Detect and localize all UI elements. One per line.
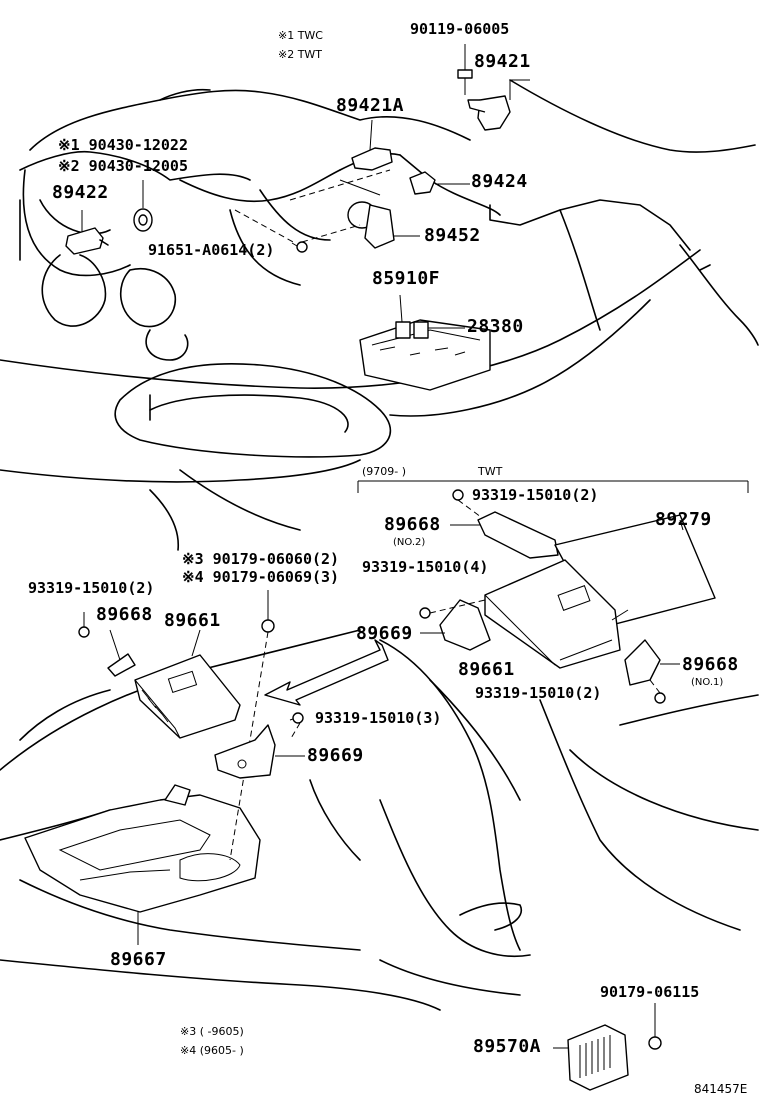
sensor-89452 (347, 201, 420, 249)
washer-90430 (133, 180, 153, 232)
sensor-89424 (409, 171, 470, 195)
sensor-89422 (65, 210, 109, 255)
twt-group (419, 489, 716, 704)
note-4: ※4 (9605- ) (180, 1044, 244, 1057)
label-89661-left: 89661 (164, 610, 221, 631)
bolt-93319-left (78, 612, 90, 638)
ecu-89661-left (134, 629, 241, 739)
label-28380: 28380 (467, 316, 524, 337)
twt-bracket-line (357, 480, 749, 493)
note-3: ※3 ( -9605) (180, 1025, 244, 1038)
bracket-89669-center (214, 724, 305, 779)
twt-label: TWT (478, 465, 503, 478)
label-no2: (NO.2) (393, 537, 426, 548)
module-89570A (553, 1024, 629, 1091)
note-1: ※1 TWC (278, 29, 323, 42)
label-93319-mid: 93319-15010(4) (362, 558, 489, 576)
floor-panel-89667 (24, 784, 261, 945)
label-89452: 89452 (424, 225, 481, 246)
bolt-90119 (457, 44, 473, 95)
label-89668-left: 89668 (96, 604, 153, 625)
label-89421A: 89421A (336, 95, 405, 116)
label-89422: 89422 (52, 182, 109, 203)
label-93319-top: 93319-15010(2) (472, 486, 599, 504)
relay-block (359, 294, 491, 391)
label-89668-no1: 89668 (682, 654, 739, 675)
label-no1: (NO.1) (691, 677, 724, 688)
label-89421: 89421 (474, 51, 531, 72)
label-85910F: 85910F (372, 268, 441, 289)
label-89279: 89279 (655, 509, 712, 530)
bolt-93319-center (289, 712, 304, 741)
label-93319-left: 93319-15010(2) (28, 579, 155, 597)
label-89669-right: 89669 (356, 623, 413, 644)
label-89661-right: 89661 (458, 659, 515, 680)
note-2: ※2 TWT (278, 48, 323, 61)
label-89668-no2: 89668 (384, 514, 441, 535)
bracket-89668-left (107, 629, 136, 677)
label-91651-A0614: 91651-A0614(2) (148, 241, 275, 259)
label-89669-center: 89669 (307, 745, 364, 766)
label-93319-center: 93319-15010(3) (315, 709, 442, 727)
diagram-code: 841457E (694, 1082, 748, 1096)
label-89667: 89667 (110, 949, 167, 970)
sensor-89421 (467, 79, 530, 131)
label-93319-right: 93319-15010(2) (475, 684, 602, 702)
label-90179-06115: 90179-06115 (600, 983, 700, 1001)
label-90119-06005: 90119-06005 (410, 20, 510, 38)
nut-90179-06115 (648, 1003, 662, 1050)
label-90179-06069: ※4 90179-06069(3) (182, 568, 340, 586)
label-90430-12022: ※1 90430-12022 (58, 136, 188, 154)
label-90179-06060: ※3 90179-06060(2) (182, 550, 340, 568)
twt-range-label: (9709- ) (362, 465, 407, 478)
sensor-89421A (351, 119, 393, 171)
label-89424: 89424 (471, 171, 528, 192)
arrow (264, 639, 389, 706)
label-90430-12005: ※2 90430-12005 (58, 157, 188, 175)
engine-bay-outline (0, 79, 759, 551)
label-89570A: 89570A (473, 1036, 542, 1057)
bolt-91651 (234, 209, 361, 253)
